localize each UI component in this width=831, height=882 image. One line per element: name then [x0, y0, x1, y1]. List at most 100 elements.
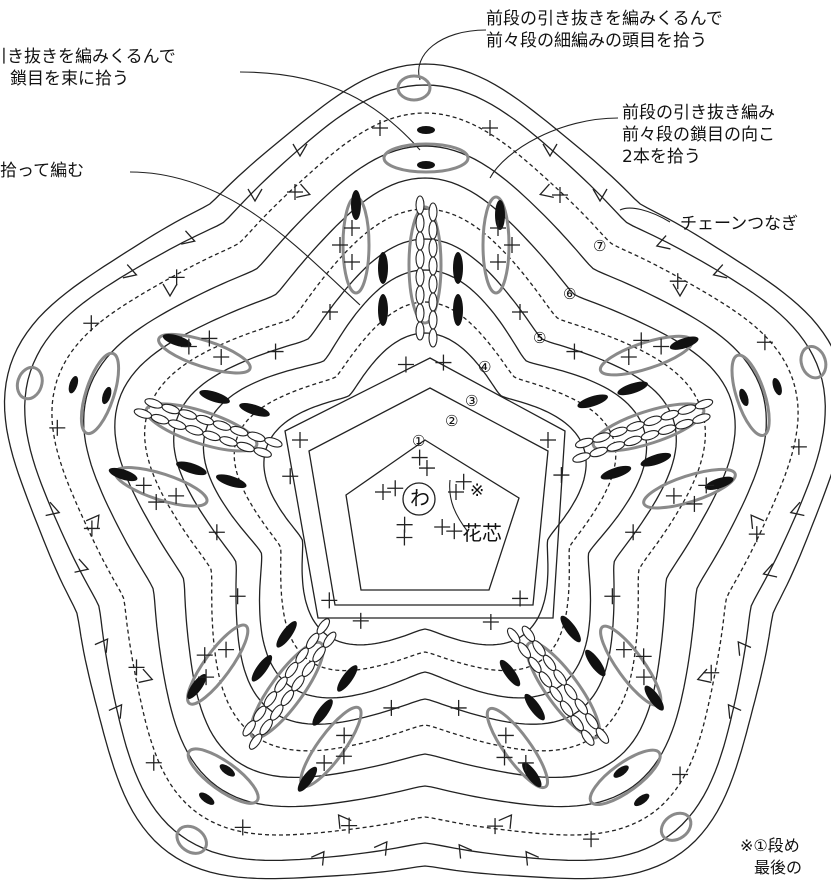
annotation-top-left-line1: 引き抜きを編みくるんで: [0, 47, 176, 67]
single-crochet-mark: [635, 669, 652, 686]
single-crochet-mark: [756, 334, 773, 351]
single-crochet-mark: [446, 523, 463, 540]
single-crochet-mark: [128, 659, 145, 676]
footnote-line2: 最後の: [754, 858, 803, 877]
single-crochet-mark: [482, 614, 499, 631]
increase-mark: [337, 813, 352, 829]
leader-top-right: [489, 117, 619, 179]
chain-stitch: [592, 432, 611, 443]
increase-mark: [498, 813, 513, 829]
single-crochet-mark: [383, 699, 400, 716]
chain-stitch: [415, 321, 425, 341]
black-stitch: [351, 190, 361, 220]
black-stitch: [495, 200, 505, 230]
black-stitch: [68, 376, 79, 394]
black-stitches: [68, 126, 782, 807]
annotation-top-left: 引き抜きを編みくるんで 鎖目を束に拾う: [0, 46, 176, 90]
increase-mark: [542, 143, 558, 158]
single-crochet-mark: [201, 330, 218, 347]
black-stitch: [669, 336, 699, 350]
single-crochet-mark: [375, 484, 391, 500]
single-crochet-mark: [83, 315, 100, 332]
increase-mark: [538, 183, 554, 199]
single-crochet-mark: [321, 592, 338, 609]
single-crochet-mark: [397, 356, 414, 373]
center-ring-label: わ: [410, 486, 430, 510]
chain-stitch: [415, 249, 425, 269]
black-stitch: [417, 126, 435, 134]
chain-stitches: [133, 195, 714, 750]
chain-stitch: [185, 425, 204, 436]
chain-stitch: [202, 430, 221, 442]
single-crochet-mark: [372, 120, 388, 136]
highlight-oval: [485, 706, 550, 790]
increase-mark: [94, 637, 109, 653]
single-crochet-mark: [287, 184, 303, 200]
black-stitch: [276, 621, 297, 648]
black-stitch: [577, 394, 608, 409]
increase-mark: [712, 264, 728, 279]
increase-mark: [181, 230, 196, 245]
black-stitch: [772, 377, 782, 396]
black-stitch: [613, 765, 629, 778]
leader-lines: [129, 29, 671, 533]
increase-mark: [292, 143, 308, 158]
black-stitch: [617, 381, 648, 396]
single-crochet-mark: [686, 495, 703, 512]
highlight-oval: [175, 824, 208, 855]
row-number-5: ⑤: [533, 329, 547, 347]
single-crochet-mark: [504, 237, 520, 253]
increase-mark: [750, 514, 765, 530]
chain-stitch: [428, 238, 438, 258]
chain-stitch: [415, 231, 425, 251]
single-crochet-mark: [196, 647, 213, 664]
highlight-oval: [407, 205, 443, 325]
footnote: ※①段め 最後の: [740, 835, 802, 879]
leader-left: [129, 171, 361, 306]
black-stitch: [378, 252, 388, 284]
flower-ring-4: [83, 145, 767, 808]
increase-mark: [672, 283, 688, 298]
single-crochet-mark: [168, 487, 185, 504]
middle-pentagon: [308, 387, 549, 606]
highlight-oval: [248, 640, 325, 740]
highlight-ovals: [15, 74, 828, 855]
flower-ring-5: [114, 177, 736, 779]
single-crochet-mark: [633, 332, 650, 349]
chain-stitch: [428, 328, 438, 348]
increase-mark: [592, 188, 608, 203]
black-stitch: [162, 333, 192, 348]
increase-mark: [74, 558, 90, 573]
single-crochet-mark: [512, 304, 528, 320]
chain-stitch: [428, 292, 438, 312]
single-crochet-mark: [292, 432, 308, 448]
row-number-6: ⑥: [563, 285, 577, 303]
black-stitch: [297, 766, 318, 792]
increase-mark: [45, 501, 61, 517]
single-crochet-mark: [790, 438, 807, 455]
inner-pentagon: [345, 439, 520, 591]
black-stitch: [453, 294, 463, 326]
black-stitch: [453, 252, 463, 284]
black-stitch: [337, 665, 358, 692]
black-stitch: [312, 699, 333, 726]
single-crochet-mark: [672, 766, 689, 783]
single-crochet-mark: [352, 612, 369, 629]
chain-stitch: [675, 418, 694, 430]
single-crochet-mark: [336, 727, 353, 744]
single-crochet-mark: [332, 237, 348, 253]
annotation-top-right-line3: 2本を拾う: [622, 147, 701, 167]
flower-ring-1: [3, 63, 831, 880]
black-stitch: [499, 659, 521, 687]
black-stitch: [199, 792, 215, 805]
single-crochet-mark: [344, 254, 360, 270]
black-stitch: [187, 674, 207, 699]
single-crochet-mark: [620, 349, 637, 366]
row-number-7: ⑦: [593, 237, 607, 255]
black-stitch: [560, 615, 581, 643]
increase-mark: [122, 264, 138, 279]
black-stitch: [251, 655, 273, 682]
annotation-top-center: 前段の引き抜きを編みくるんで 前々段の細編みの頭目を拾う: [486, 8, 723, 52]
highlight-oval: [799, 345, 828, 380]
